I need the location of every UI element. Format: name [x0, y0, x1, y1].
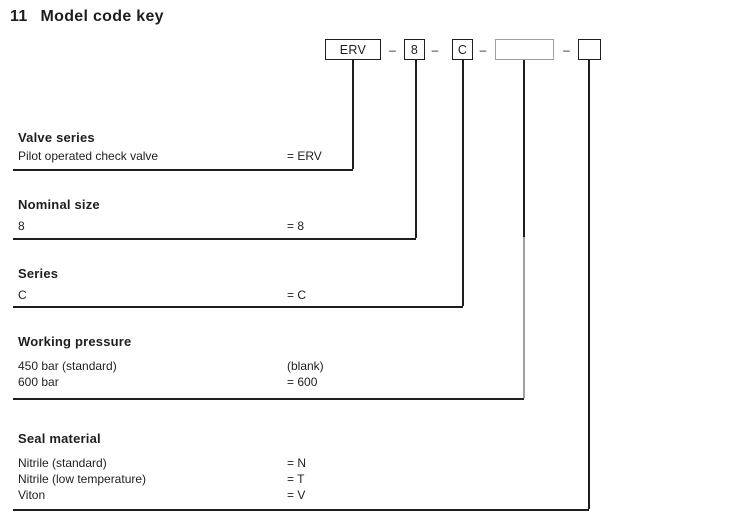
section-underline-seal-material	[13, 509, 589, 511]
code-separator: –	[479, 42, 487, 57]
spec-row-value: = V	[287, 488, 306, 502]
section-heading-series: Series	[18, 266, 59, 281]
spec-row-label: Pilot operated check valve	[18, 149, 159, 163]
connector-line-nominal-size	[415, 60, 417, 238]
section-heading-seal-material: Seal material	[18, 431, 101, 446]
code-box-seal-material	[578, 39, 601, 60]
code-separator: –	[431, 42, 439, 57]
section-number: 11	[10, 8, 28, 25]
spec-row-value: (blank)	[287, 359, 324, 373]
spec-row-label: Nitrile (low temperature)	[18, 472, 147, 486]
spec-row-label: C	[18, 288, 27, 302]
code-box-nominal-size: 8	[404, 39, 425, 60]
code-box-working-pressure	[495, 39, 554, 60]
code-separator: –	[389, 42, 396, 57]
connector-line-seal-material	[588, 60, 590, 509]
section-underline-valve-series	[13, 169, 353, 171]
section-underline-working-pressure	[13, 398, 524, 400]
spec-row-label: 600 bar	[18, 375, 59, 389]
spec-row-value: = ERV	[287, 149, 322, 163]
spec-row-value: = 8	[287, 219, 305, 233]
connector-line-valve-series	[352, 60, 354, 169]
spec-row-value: = T	[287, 472, 305, 486]
connector-line-working-pressure-lower	[523, 237, 525, 398]
code-separator: –	[563, 42, 570, 57]
section-heading-nominal-size: Nominal size	[18, 197, 100, 212]
code-box-series: C	[452, 39, 473, 60]
code-box-valve-series: ERV	[325, 39, 381, 60]
page-title-text: Model code key	[40, 8, 164, 25]
page-title: 11 Model code key	[10, 8, 164, 26]
spec-row-value: = N	[287, 456, 307, 470]
section-heading-valve-series: Valve series	[18, 130, 95, 145]
section-underline-series	[13, 306, 463, 308]
spec-row-label: Viton	[18, 488, 46, 502]
spec-row-label: 450 bar (standard)	[18, 359, 117, 373]
connector-line-series	[462, 60, 464, 306]
section-underline-nominal-size	[13, 238, 416, 240]
spec-row-label: Nitrile (standard)	[18, 456, 107, 470]
connector-line-working-pressure-upper	[523, 60, 525, 237]
spec-row-value: = C	[287, 288, 307, 302]
section-heading-working-pressure: Working pressure	[18, 334, 132, 349]
spec-row-value: = 600	[287, 375, 318, 389]
spec-row-label: 8	[18, 219, 25, 233]
